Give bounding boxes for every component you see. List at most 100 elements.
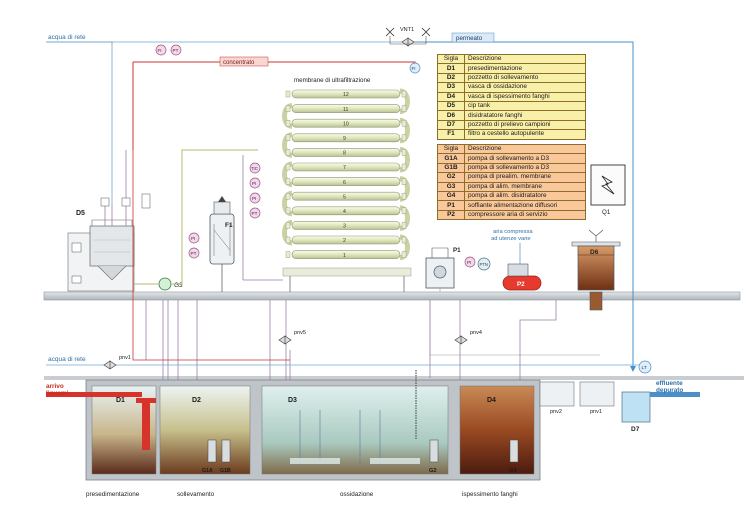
svg-text:P2: P2 — [517, 281, 525, 288]
membrane-number: 4 — [343, 209, 346, 215]
f1-basket-filter: F1 — [209, 196, 235, 292]
vnt1-valve-group: VNT1 — [385, 27, 431, 47]
fi-instrument-top: FI — [155, 44, 167, 56]
d5-inlet-lines — [104, 150, 127, 226]
svg-text:TIC: TIC — [251, 166, 258, 171]
svg-text:liquami: liquami — [46, 390, 69, 397]
membrane-number: 6 — [343, 180, 346, 186]
legend-tanks-header: Sigla Descrizione — [437, 53, 586, 65]
utenze-varie-label: ad utenze varie — [491, 236, 531, 242]
membrane-number: 11 — [343, 107, 348, 113]
membrane-flange — [401, 207, 407, 215]
membrane-number: 10 — [343, 121, 349, 127]
svg-text:pnv5: pnv5 — [294, 330, 306, 336]
membrane-flange — [285, 222, 291, 229]
svg-text:Q1: Q1 — [602, 209, 611, 216]
acqua-di-rete-top-label: acqua di rete — [48, 34, 86, 41]
svg-text:D6: D6 — [590, 249, 599, 256]
svg-text:pnv2: pnv2 — [550, 409, 562, 415]
svg-text:effluente: effluente — [656, 380, 683, 387]
svg-text:G3: G3 — [174, 282, 183, 289]
section-label-presedimentazione: presedimentazione — [86, 491, 140, 498]
svg-text:PI: PI — [191, 236, 195, 241]
membrane-module — [291, 148, 401, 157]
svg-text:arrivo: arrivo — [46, 383, 64, 390]
membrane-flange — [285, 192, 291, 200]
membrane-flange — [285, 207, 291, 215]
concentrate-label-box — [219, 56, 269, 67]
pnv2-chamber: pnv2 — [539, 381, 575, 415]
membrane-flange — [401, 178, 407, 185]
membrane-legs — [289, 276, 405, 292]
membrane-module — [291, 118, 401, 128]
legend-header-sigla: Sigla — [437, 143, 465, 155]
membrane-number: 5 — [343, 194, 346, 200]
legend-header-sigla: Sigla — [437, 53, 465, 65]
membrane-frame-base — [282, 267, 412, 277]
permeate-arrow — [630, 366, 636, 372]
svg-text:PT: PT — [191, 251, 197, 256]
svg-text:PTN: PTN — [480, 262, 488, 267]
svg-text:G2: G2 — [429, 468, 436, 474]
permeate-label: permeato — [456, 35, 483, 42]
d5-valves — [100, 193, 151, 209]
membrane-number: 1 — [343, 253, 346, 259]
section-label-ossidazione: ossidazione — [340, 491, 374, 498]
section-label-ispessimento: ispessimento fanghi — [462, 491, 518, 498]
svg-text:PI: PI — [252, 181, 256, 186]
svg-text:D2: D2 — [192, 397, 201, 404]
membrane-number: 7 — [343, 165, 346, 171]
pnv1-chamber: pnv1 — [579, 381, 615, 415]
svg-text:G1A: G1A — [202, 468, 213, 474]
pnv5-valve: pnv5 — [278, 330, 306, 345]
membrane-number: 9 — [343, 136, 346, 142]
svg-text:LT: LT — [642, 365, 647, 371]
acqua-di-rete-top-line — [46, 41, 113, 44]
arrivo-liquami-inlet: arrivo liquami — [46, 383, 142, 397]
membrane-inlet-instruments: TIC PI PI PT — [242, 155, 283, 281]
concentrate-return-line — [132, 150, 290, 361]
fi-instrument-membrane: FI — [409, 62, 421, 74]
pi-instrument-f1: PI — [188, 232, 200, 244]
svg-text:PT: PT — [173, 48, 179, 53]
pnv1-top-valve: pnv1 — [103, 355, 131, 370]
svg-text:D5: D5 — [76, 210, 85, 217]
membrane-flange — [401, 90, 407, 98]
tank-d4: D4 G4 — [459, 385, 535, 475]
svg-text:D4: D4 — [487, 397, 496, 404]
svg-text:PT: PT — [252, 211, 258, 216]
membrane-flange — [401, 236, 407, 244]
svg-text:D7: D7 — [631, 426, 640, 433]
membrane-flange — [285, 149, 291, 156]
concentrate-label: concentrato — [223, 60, 255, 66]
section-label-sollevamento: sollevamento — [177, 491, 215, 498]
membrane-flange — [285, 134, 291, 142]
svg-text:PI: PI — [467, 260, 471, 265]
q1-electrical-panel: Q1 — [590, 164, 626, 216]
membrane-flange — [285, 251, 291, 258]
effluente-depurato-outlet: effluente depurato — [650, 380, 700, 397]
membrane-flange — [401, 192, 407, 200]
svg-text:G4: G4 — [509, 468, 517, 474]
svg-text:PI: PI — [252, 196, 256, 201]
p2-compressor: P2 — [502, 263, 542, 291]
svg-text:F1: F1 — [225, 222, 233, 229]
svg-text:VNT1: VNT1 — [400, 27, 414, 33]
acqua-rete-feed-line — [111, 41, 403, 205]
vnt1-vent-line — [389, 36, 427, 45]
membrane-module — [291, 133, 401, 143]
membrane-module — [291, 206, 401, 216]
membrane-flange — [285, 119, 291, 127]
membrane-module — [291, 191, 401, 201]
